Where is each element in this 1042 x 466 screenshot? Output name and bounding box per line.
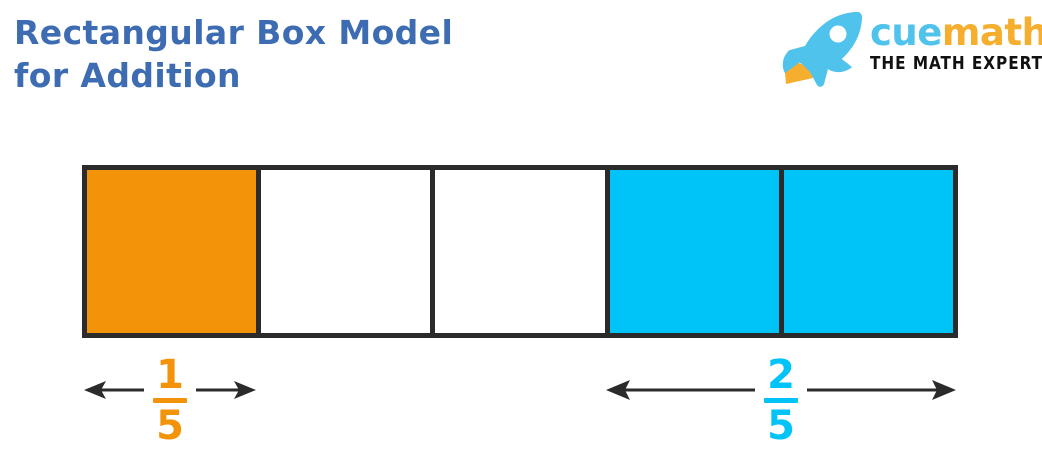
measure-addend-1: 1 5 [82,345,258,455]
cuemath-logo[interactable]: cuemath THE MATH EXPERT [774,8,1042,90]
box-cell-3[interactable] [435,170,610,333]
logo-tagline: THE MATH EXPERT [870,54,1042,74]
box-cell-1[interactable] [87,170,262,333]
logo-wordmark: cuemath THE MATH EXPERT [870,11,1042,74]
box-cell-2[interactable] [261,170,436,333]
logo-word-cue: cue [870,11,942,54]
double-headed-arrow-icon [606,380,956,400]
box-cell-5[interactable] [783,170,954,333]
box-cell-4[interactable] [609,170,784,333]
rocket-icon [782,11,863,87]
logo-wordmark-line: cuemath [870,11,1042,54]
logo-word-math: math [941,11,1042,54]
double-headed-arrow-icon [84,381,256,399]
rectangular-box-model [82,165,958,338]
page-title: Rectangular Box Model for Addition [14,13,454,95]
measure-addend-2: 2 5 [604,345,958,455]
